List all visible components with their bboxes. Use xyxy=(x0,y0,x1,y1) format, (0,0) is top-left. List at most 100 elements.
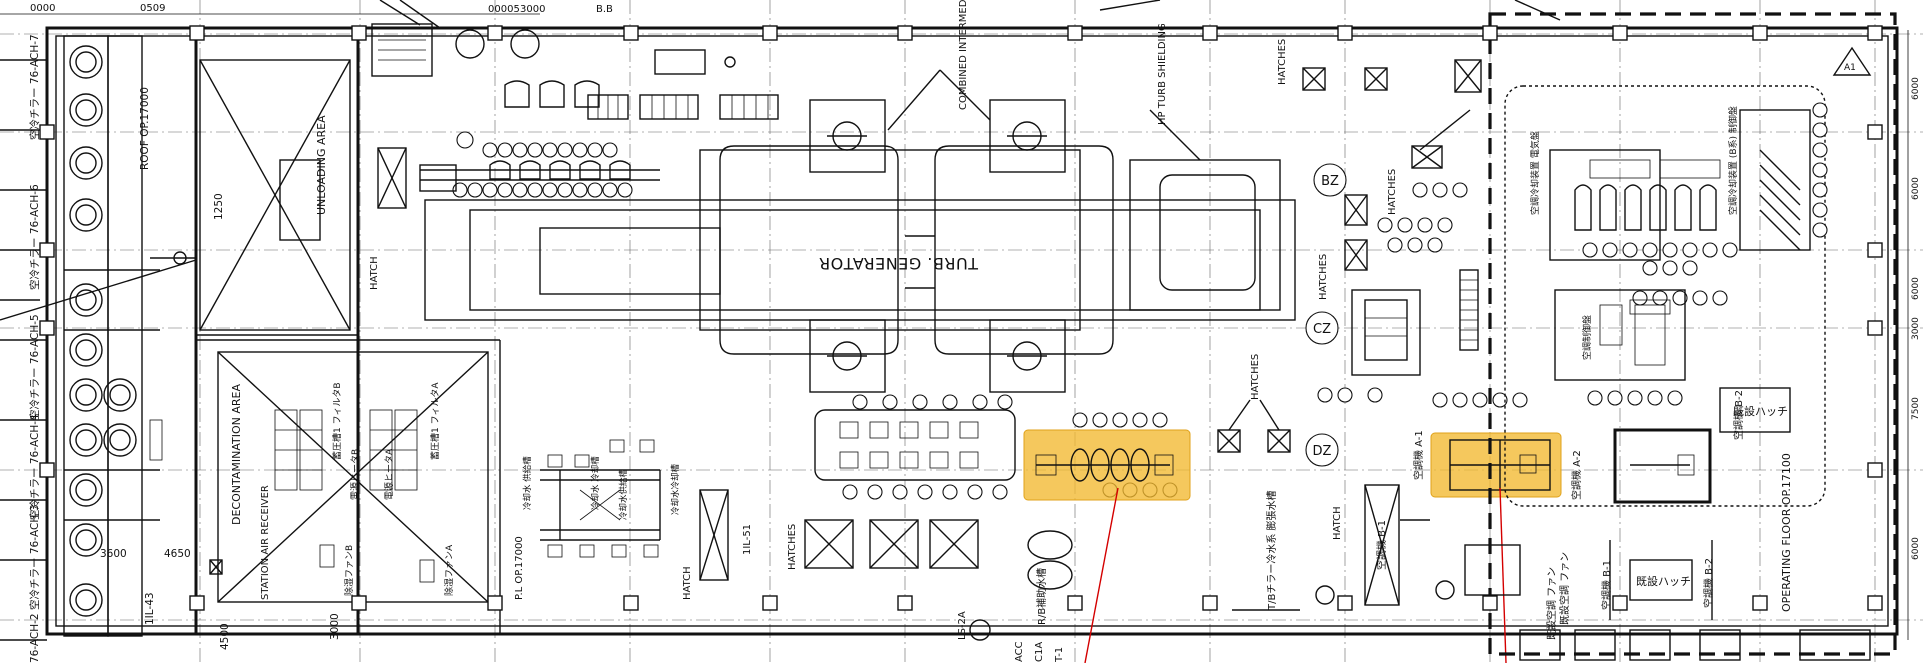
chiller-label-7: 空冷チラー 76-ACH-7 xyxy=(28,34,41,140)
turbine-generator: TURB. GENERATOR COMBINED INTERMED SHIELD… xyxy=(424,0,1296,393)
hatches-cz-label: HATCHES xyxy=(1318,254,1329,300)
bottom-frag-2: T-1 xyxy=(1054,647,1065,663)
cooler-b2-side-label: 空調機 B-2 xyxy=(1732,390,1745,440)
right-dashed-zone: 空調冷却装置 電気盤 空調冷却装置 (B系) 制御盤 空調制御盤 空調機 B-2… xyxy=(1488,12,1897,661)
cz-hatch-cluster: HATCHES HATCHES xyxy=(1317,169,1479,403)
top-dim-5: B.B xyxy=(596,4,613,15)
cooler-b2-label: 空調機 B-2 xyxy=(1702,558,1715,608)
chiller-units xyxy=(63,35,196,637)
cooler-b-label: 空調機 B-1 xyxy=(1375,520,1388,570)
decon-item-6: 除湿ファンA xyxy=(443,544,455,596)
hatches-top-label: HATCHES xyxy=(1277,39,1288,85)
decon-item-1: 蓄圧槽1 フィルタB xyxy=(331,382,343,460)
roof-label: ROOF OP.17000 xyxy=(139,87,151,170)
chiller-label-4: 空冷チラー 76-ACH-4 xyxy=(28,414,41,520)
small-label-4: 冷却水冷却槽 xyxy=(670,463,681,515)
op-floor-label: OPERATING FLOOR OP.17100 xyxy=(1780,453,1793,612)
unloading-area: UNLOADING AREA HATCH xyxy=(199,59,407,331)
top-hatches: HATCHES xyxy=(1277,39,1482,169)
small-label-3: 冷却水供給槽 xyxy=(618,468,629,520)
combined-shielding-label: COMBINED INTERMED SHIELDING xyxy=(958,0,969,110)
top-strip: 0000 0509 00005 3000 B.B xyxy=(0,0,1561,29)
chiller-label-5: 空冷チラー 76-ACH-5 xyxy=(28,314,41,420)
op-17000-left: P.L OP.17000 xyxy=(514,536,525,600)
top-dim-4: 3000 xyxy=(520,4,545,15)
station-air-label: STATION AIR RECEIVER xyxy=(260,485,271,600)
bubble-dz: DZ xyxy=(1313,444,1332,459)
hatch-jp2-label: 既設ハッチ xyxy=(1636,574,1691,588)
chiller-label-3: 空冷チラー 76-ACH-3 xyxy=(28,504,41,610)
right-side-label: 空調冷却装置 (B系) 制御盤 xyxy=(1727,106,1739,215)
chiller-label-6: 空冷チラー 76-ACH-6 xyxy=(28,184,41,290)
hatches-lower-label: HATCHES xyxy=(787,524,798,570)
turbine-label: TURB. GENERATOR xyxy=(819,254,980,273)
small-label-1: 冷却水 供給槽 xyxy=(522,456,533,510)
dim-4650: 4650 xyxy=(164,548,191,560)
hatch-left-label: HATCH xyxy=(369,256,380,290)
bubble-bz: BZ xyxy=(1321,174,1339,189)
instrument-row-top xyxy=(419,80,660,198)
hatch-jp-label: 既設ハッチ xyxy=(1733,404,1788,418)
margin-dim-6: 6000 xyxy=(1911,537,1921,560)
revision-mark: A1 xyxy=(1844,63,1856,73)
unloading-label: UNLOADING AREA xyxy=(315,115,328,215)
hatch-mid-label: HATCH xyxy=(1332,506,1343,540)
margin-dim-5: 7500 xyxy=(1911,397,1921,420)
margin-dim-2: 6000 xyxy=(1911,177,1921,200)
middle-equipment: HATCHES HATCH 1IL-51 冷却水 供給槽 冷却水 冷却槽 冷却水… xyxy=(522,354,1400,663)
left-chiller-strip: 空冷チラー 76-ACH-7 空冷チラー 76-ACH-6 空冷チラー 76-A… xyxy=(0,34,341,663)
grid-bubbles: BZ CZ DZ xyxy=(1305,163,1347,467)
chiller-label-2: 76-ACH-2 xyxy=(29,613,41,663)
lower-middle-boxes: 既設空調 ファン xyxy=(1400,519,1558,640)
hp-turb-label: HP TURB SHIELDING xyxy=(1157,23,1168,125)
hatches-bz-label: HATCHES xyxy=(1387,169,1398,215)
decon-item-5: 除湿ファンB xyxy=(343,545,355,596)
mark-1il51: 1IL-51 xyxy=(742,524,753,555)
fan-label-right: 既設空調 ファン xyxy=(1558,552,1571,625)
hatch-1il51-label: HATCH xyxy=(682,566,693,600)
water-tank-label: R/B補助水槽 xyxy=(1035,568,1048,625)
mark-1il43: 1IL-43 xyxy=(144,592,156,625)
right-top-label: 空調冷却装置 電気盤 xyxy=(1529,131,1541,215)
top-dim-3: 00005 xyxy=(488,4,520,15)
highlight-instrument-row xyxy=(1432,392,1528,408)
dim-3000: 3000 xyxy=(329,613,341,640)
decon-item-3: 電源ヒータB xyxy=(350,449,361,500)
dim-3600: 3600 xyxy=(100,548,127,560)
decon-racks xyxy=(274,409,435,583)
highlight-right xyxy=(1430,432,1562,498)
bottom-frag-3: ACC xyxy=(1014,641,1025,662)
panel-label: 空調制御盤 xyxy=(1581,315,1593,360)
margin-dim-3: 6000 xyxy=(1911,277,1921,300)
decon-item-2: 蓄圧槽1 フィルタA xyxy=(429,382,441,460)
margin-dim-1: 6000 xyxy=(1911,77,1921,100)
decon-label: DECONTAMINATION AREA xyxy=(230,384,243,525)
small-label-2: 冷却水 冷却槽 xyxy=(590,456,601,510)
hatches-mid-label: HATCHES xyxy=(1250,354,1261,400)
cooler-a2-label: 空調機 A-2 xyxy=(1570,450,1583,500)
margin-dim-4: 3000 xyxy=(1911,317,1921,340)
cooler-a-label: 空調機 A-1 xyxy=(1412,430,1425,480)
dim-4500: 4500 xyxy=(219,623,231,650)
cooler-b1-label: 空調機 B-1 xyxy=(1600,560,1613,610)
dim-1250: 1250 xyxy=(213,193,225,220)
top-mechanical-cluster xyxy=(371,23,779,198)
right-margin-dims: 6000 6000 6000 3000 7500 6000 xyxy=(1907,30,1921,640)
cz-instrument-rows xyxy=(1317,182,1468,403)
right-instrument-rows xyxy=(1582,102,1828,406)
bubble-cz: CZ xyxy=(1313,322,1331,337)
top-dim-2: 0509 xyxy=(140,3,165,14)
decon-item-4: 電源ヒータA xyxy=(384,448,395,500)
decontamination-area: DECONTAMINATION AREA STATION AIR RECEIVE… xyxy=(209,351,525,603)
bottom-frag-1: C1A xyxy=(1034,642,1045,662)
highlight-left xyxy=(1023,429,1191,501)
piping-network xyxy=(540,439,661,558)
top-dim-1: 0000 xyxy=(30,3,55,14)
right-equipment-bank xyxy=(1574,149,1801,251)
lower-frag-jp: 既設空調 ファン xyxy=(1545,567,1558,640)
leader-lines xyxy=(1084,487,1507,663)
equip-ls2a-label: LS-2A xyxy=(957,611,968,640)
structural-columns xyxy=(39,25,1883,611)
tb-chiller-label: T/Bチラー冷水系 膨張水槽 xyxy=(1265,490,1278,611)
